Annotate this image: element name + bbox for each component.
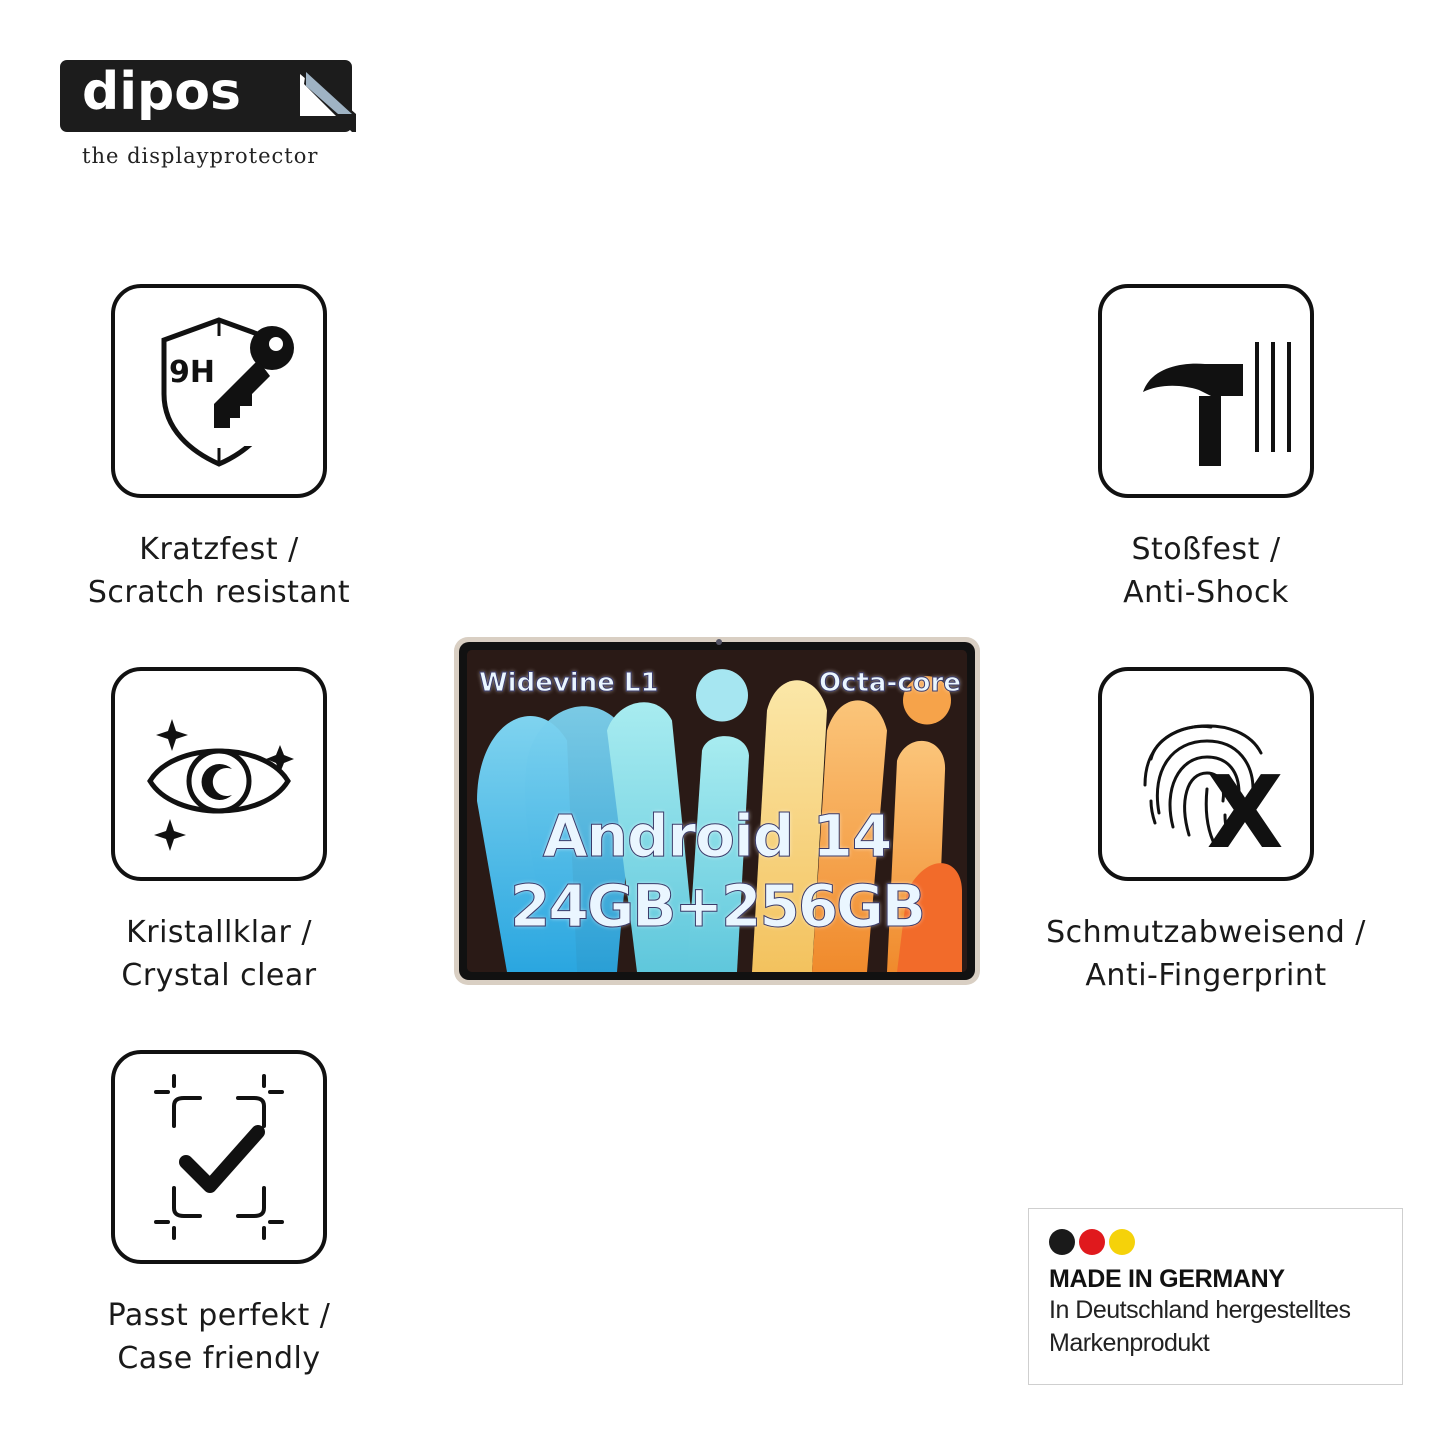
- flag-dot-gold: [1109, 1229, 1135, 1255]
- hammer-icon: [1143, 342, 1291, 466]
- label-en: Scratch resistant: [87, 575, 351, 610]
- feature-icon-frame: [1098, 284, 1314, 498]
- feature-label: Stoßfest / Anti-Shock: [1036, 528, 1376, 614]
- tablet-screen: Widevine L1 Octa-core Android 14 24GB+25…: [467, 650, 967, 972]
- feature-icon-frame: [111, 1050, 327, 1264]
- badge-text-line-1: In Deutschland hergestelltes: [1049, 1296, 1351, 1324]
- eye-sparkle-icon: [147, 719, 294, 851]
- flag-dot-red: [1079, 1229, 1105, 1255]
- screen-label-widevine: Widevine L1: [479, 668, 660, 699]
- badge-text-line-2: Markenprodukt: [1049, 1329, 1210, 1357]
- tablet-bezel: Widevine L1 Octa-core Android 14 24GB+25…: [459, 639, 975, 980]
- label-de: Kristallklar /: [126, 915, 312, 950]
- tablet-product-image: Widevine L1 Octa-core Android 14 24GB+25…: [454, 637, 980, 985]
- wallpaper-art: [467, 650, 967, 972]
- hardness-label: 9H: [169, 355, 215, 390]
- feature-label: Passt perfekt / Case friendly: [49, 1294, 389, 1380]
- feature-label: Kratzfest / Scratch resistant: [49, 528, 389, 614]
- label-en: Crystal clear: [121, 958, 317, 993]
- feature-icon-frame: X: [1098, 667, 1314, 881]
- label-en: Anti-Shock: [1123, 575, 1289, 610]
- feature-case-friendly: Passt perfekt / Case friendly: [49, 1050, 389, 1380]
- front-camera: [716, 639, 722, 645]
- feature-scratch-resistant: 9H Kratzfest / Scratch resistant: [49, 284, 389, 614]
- screen-label-memory: 24GB+256GB: [509, 872, 926, 941]
- logo-tagline: the displayprotector: [82, 144, 319, 168]
- brand-logo: dipos the displayprotector: [60, 60, 356, 180]
- fingerprint-x-icon: X: [1143, 724, 1284, 859]
- logo-wordmark: dipos: [82, 62, 241, 122]
- label-de: Schmutzabweisend /: [1046, 915, 1366, 950]
- screen-label-android: Android 14: [542, 802, 892, 871]
- made-in-germany-badge: MADE IN GERMANY In Deutschland hergestel…: [1028, 1208, 1403, 1385]
- feature-anti-fingerprint: X Schmutzabweisend / Anti-Fingerprint: [1036, 667, 1376, 997]
- feature-label: Schmutzabweisend / Anti-Fingerprint: [1036, 911, 1376, 997]
- label-en: Anti-Fingerprint: [1085, 958, 1327, 993]
- label-de: Kratzfest /: [139, 532, 299, 567]
- feature-icon-frame: 9H: [111, 284, 327, 498]
- badge-title: MADE IN GERMANY: [1049, 1265, 1285, 1293]
- feature-crystal-clear: Kristallklar / Crystal clear: [49, 667, 389, 997]
- flag-dot-black: [1049, 1229, 1075, 1255]
- shield-key-9h-icon: 9H: [161, 317, 294, 467]
- label-de: Stoßfest /: [1131, 532, 1281, 567]
- label-de: Passt perfekt /: [107, 1298, 331, 1333]
- checkmark-frame-icon: [154, 1074, 284, 1240]
- cross-mark: X: [1206, 754, 1283, 859]
- feature-anti-shock: Stoßfest / Anti-Shock: [1036, 284, 1376, 614]
- screen-label-octa-core: Octa-core: [818, 668, 961, 699]
- feature-icon-frame: [111, 667, 327, 881]
- page-curl-icon: [300, 70, 356, 132]
- feature-label: Kristallklar / Crystal clear: [49, 911, 389, 997]
- label-en: Case friendly: [117, 1341, 321, 1376]
- german-flag-dots: [1049, 1229, 1382, 1255]
